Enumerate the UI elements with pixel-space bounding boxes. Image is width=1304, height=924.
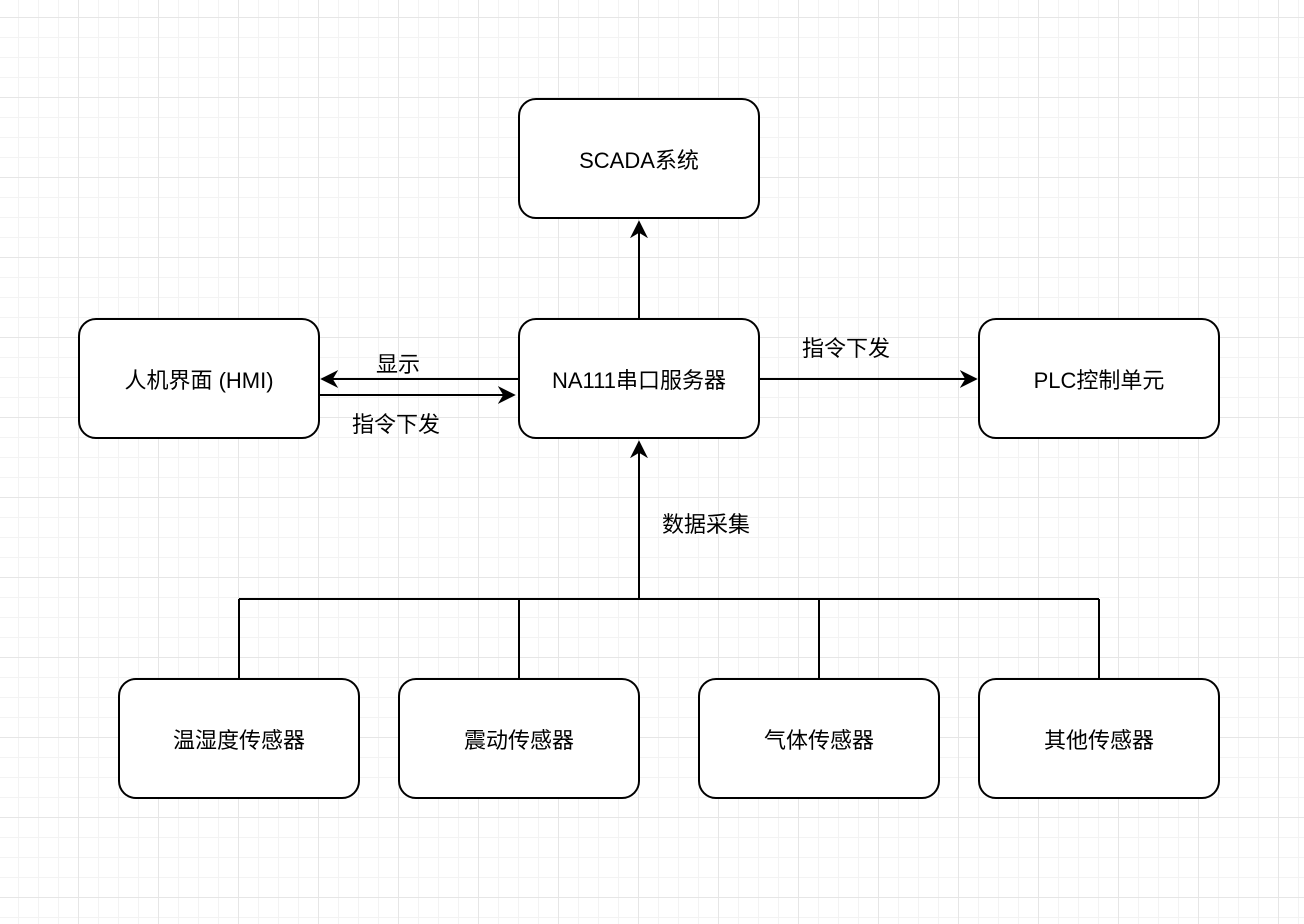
plc-node[interactable]: PLC控制单元 [978, 318, 1220, 439]
scada-system-label: SCADA系统 [579, 147, 699, 173]
temp-humidity-sensor-node[interactable]: 温湿度传感器 [118, 678, 360, 799]
temp-humidity-sensor-label: 温湿度传感器 [172, 727, 305, 753]
hmi-label: 人机界面 (HMI) [124, 367, 274, 393]
other-sensor-label: 其他传感器 [1043, 727, 1154, 753]
plc-command-edge-label: 指令下发 [802, 336, 891, 361]
display-edge-label: 显示 [376, 352, 421, 377]
scada-system-node[interactable]: SCADA系统 [518, 98, 760, 219]
gas-sensor-node[interactable]: 气体传感器 [698, 678, 940, 799]
serial-server-node[interactable]: NA111串口服务器 [518, 318, 760, 439]
hmi-command-edge-label: 指令下发 [352, 412, 441, 437]
vibration-sensor-node[interactable]: 震动传感器 [398, 678, 640, 799]
hmi-node[interactable]: 人机界面 (HMI) [78, 318, 320, 439]
vibration-sensor-label: 震动传感器 [463, 727, 574, 753]
serial-server-label: NA111串口服务器 [551, 367, 726, 393]
data-collection-edge-label: 数据采集 [662, 512, 751, 537]
plc-label: PLC控制单元 [1033, 367, 1165, 393]
gas-sensor-label: 气体传感器 [763, 727, 874, 753]
other-sensor-node[interactable]: 其他传感器 [978, 678, 1220, 799]
